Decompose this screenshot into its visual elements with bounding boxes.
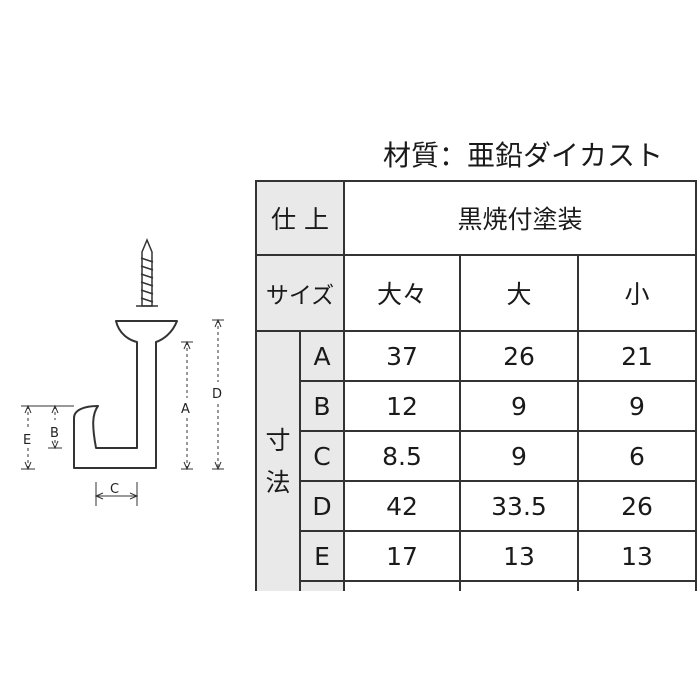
dimension-value: 33.5 <box>459 480 579 532</box>
hook-dimension-diagram: D A B E C <box>21 238 224 506</box>
dimension-value: 9 <box>459 380 579 432</box>
table-continuation <box>459 580 579 591</box>
dimension-label-c: C <box>110 482 119 497</box>
dimension-value: 8.5 <box>343 430 461 482</box>
size-header: 大々 <box>343 254 461 332</box>
dimension-value: 37 <box>343 330 461 382</box>
dimension-line-a <box>181 340 193 471</box>
table-continuation <box>577 580 697 591</box>
screw-shaft <box>140 238 154 307</box>
hook-body <box>73 320 178 469</box>
dimension-key: B <box>299 380 345 432</box>
dimension-value: 13 <box>459 530 579 582</box>
dimension-key: C <box>299 430 345 482</box>
dimension-line-c <box>94 482 139 506</box>
dimension-key: E <box>299 530 345 582</box>
dimension-key: A <box>299 330 345 382</box>
finish-value: 黒焼付塗装 <box>343 180 697 256</box>
dimension-value: 9 <box>459 430 579 482</box>
size-header: 大 <box>459 254 579 332</box>
table-continuation <box>299 580 345 591</box>
table-continuation <box>343 580 461 591</box>
dimension-value: 17 <box>343 530 461 582</box>
dimension-label-a: A <box>181 402 190 417</box>
dimension-label-b: B <box>50 426 59 441</box>
size-label: サイズ <box>255 254 345 332</box>
dimension-line-d <box>212 318 224 471</box>
dimension-value: 42 <box>343 480 461 532</box>
dimension-group-label: 寸 法 <box>255 330 301 591</box>
dimension-value: 26 <box>459 330 579 382</box>
dimension-value: 21 <box>577 330 697 382</box>
dimension-key: D <box>299 480 345 532</box>
dimension-value: 6 <box>577 430 697 482</box>
dimension-value: 13 <box>577 530 697 582</box>
dimension-group-text: 寸 法 <box>265 425 291 497</box>
dimension-value: 12 <box>343 380 461 432</box>
dimension-value: 26 <box>577 480 697 532</box>
dimension-value: 9 <box>577 380 697 432</box>
dimension-label-e: E <box>23 433 31 448</box>
dimension-label-d: D <box>212 387 222 402</box>
size-header: 小 <box>577 254 697 332</box>
finish-label: 仕 上 <box>255 180 345 256</box>
spec-table: 仕 上 黒焼付塗装 サイズ 大々 大 小 寸 法 A 37 26 21 B 12… <box>255 180 697 591</box>
material-label: 材質：亜鉛ダイカスト <box>383 139 664 172</box>
dimension-line-e <box>21 404 35 471</box>
